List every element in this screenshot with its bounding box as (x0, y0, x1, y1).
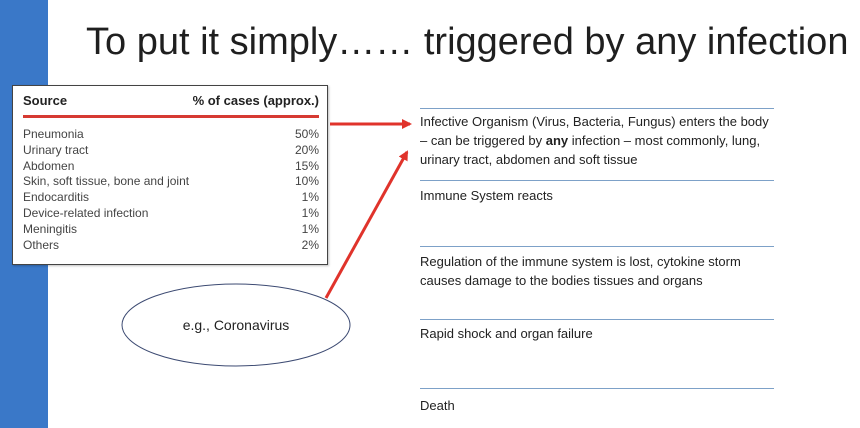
table-header: Source % of cases (approx.) (23, 93, 319, 111)
step-death: Death (420, 398, 455, 413)
row-source: Abdomen (23, 158, 75, 173)
example-ellipse (121, 283, 351, 367)
step-divider (420, 319, 774, 320)
table-body: Pneumonia 50% Urinary tract 20% Abdomen … (23, 127, 319, 253)
row-percent: 20% (294, 142, 319, 157)
step-infection-text-b: infection – most commonly, lung, urinary… (420, 133, 761, 167)
row-source: Others (23, 237, 60, 252)
step-divider (420, 180, 774, 181)
table-row: Abdomen 15% (23, 159, 319, 175)
table-row: Urinary tract 20% (23, 143, 319, 159)
row-percent: 50% (294, 127, 319, 141)
step-divider (420, 246, 774, 247)
header-percent: % of cases (approx.) (192, 93, 319, 108)
step-regulation-lost: Regulation of the immune system is lost,… (420, 254, 741, 288)
table-row: Others 2% (23, 238, 319, 254)
row-source: Device-related infection (23, 205, 149, 220)
step-immune-reacts: Immune System reacts (420, 188, 553, 203)
example-label: e.g., Coronavirus (182, 317, 290, 333)
step-infection: Infective Organism (Virus, Bacteria, Fun… (420, 112, 774, 169)
slide-title: To put it simply…… triggered by any infe… (86, 21, 849, 63)
example-to-step-arrow (324, 150, 409, 299)
infection-source-table: Source % of cases (approx.) Pneumonia 50… (12, 85, 328, 265)
row-source: Skin, soft tissue, bone and joint (23, 174, 190, 189)
step-organ-failure: Rapid shock and organ failure (420, 326, 593, 341)
row-source: Endocarditis (23, 190, 90, 205)
table-row: Endocarditis 1% (23, 190, 319, 206)
row-source: Urinary tract (23, 142, 89, 157)
row-percent: 1% (301, 221, 319, 236)
table-row: Device-related infection 1% (23, 206, 319, 222)
step-infection-text-a: Infective Organism (Virus, Bacteria, Fun… (420, 114, 769, 148)
row-percent: 15% (294, 158, 319, 173)
header-source: Source (23, 93, 68, 108)
row-percent: 2% (301, 237, 319, 252)
table-row: Meningitis 1% (23, 222, 319, 238)
table-row: Pneumonia 50% (23, 127, 319, 143)
row-percent: 1% (301, 205, 319, 220)
row-percent: 1% (301, 190, 319, 205)
table-row: Skin, soft tissue, bone and joint 10% (23, 174, 319, 190)
row-percent: 10% (294, 174, 319, 189)
row-source: Meningitis (23, 221, 78, 236)
step-infection-emphasis: any (545, 133, 569, 148)
row-source: Pneumonia (23, 127, 84, 141)
step-divider (420, 108, 774, 109)
header-rule (23, 115, 319, 118)
step-divider (420, 388, 774, 389)
